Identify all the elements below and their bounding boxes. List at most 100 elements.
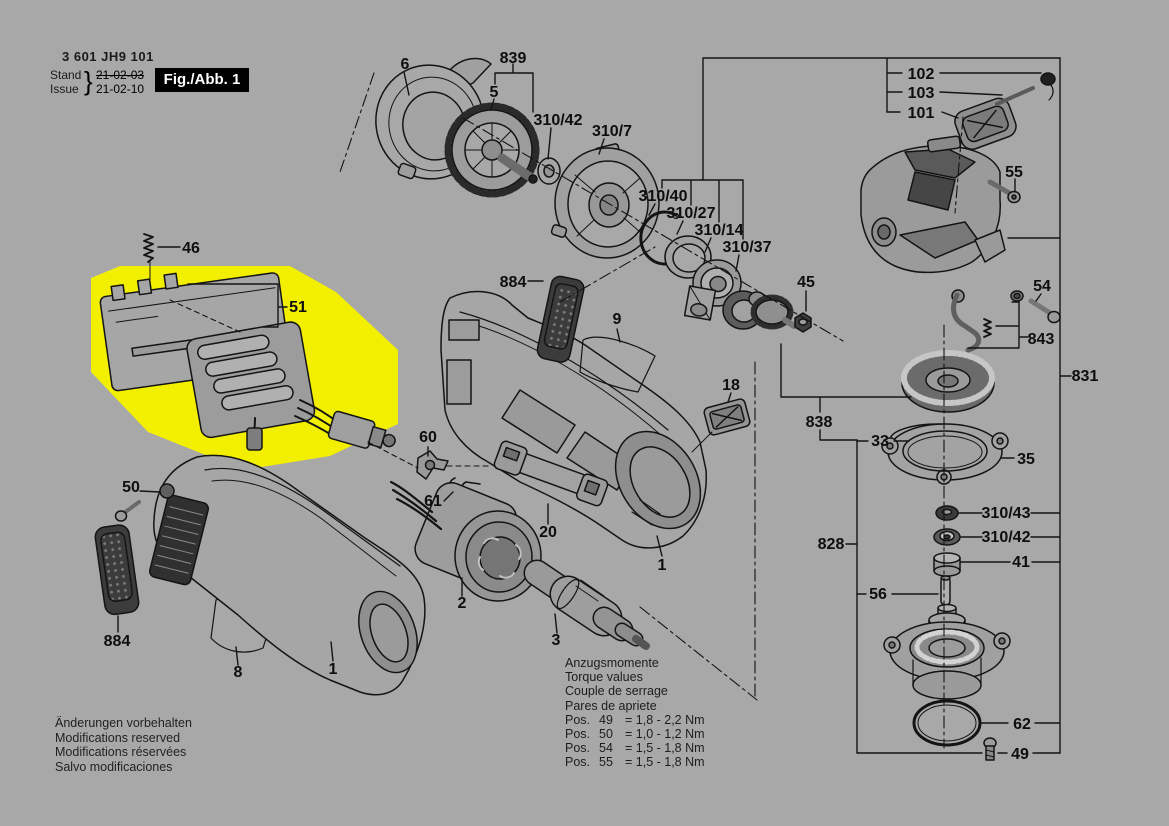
torque-row: Pos.55= 1,5 - 1,8 Nm xyxy=(565,755,705,769)
bearing-flange-drawing xyxy=(883,603,1011,700)
callout-51: 51 xyxy=(289,299,307,316)
torque-row: Pos. 54 = 1,5 - 1,8 Nm xyxy=(565,741,705,755)
part-46-drawing xyxy=(143,233,154,281)
part-number: 3 601 JH9 101 xyxy=(62,49,154,64)
note-line: Modifications réservées xyxy=(55,745,187,759)
part-2-drawing xyxy=(389,480,542,602)
callout-45: 45 xyxy=(797,274,815,291)
gear-head-housing-drawing xyxy=(860,135,1006,274)
stand-date: 21-02-03 xyxy=(96,68,145,82)
callout-41: 41 xyxy=(1012,554,1030,571)
motor-housing-frame-drawing xyxy=(440,290,708,549)
callout-56: 56 xyxy=(869,586,887,603)
figure-label-box: Fig./Abb. 1 xyxy=(155,68,249,92)
callout-5: 5 xyxy=(490,84,499,101)
callout-103: 103 xyxy=(908,85,935,102)
pos-label: Pos. xyxy=(565,712,591,727)
axis-lines xyxy=(339,72,964,749)
callout-55: 55 xyxy=(1005,164,1023,181)
callout-101: 101 xyxy=(908,105,935,122)
callout-labels: 6 839 5 310/42 310/7 102 103 101 55 310/… xyxy=(104,50,1099,763)
callout-310-14: 310/14 xyxy=(695,222,744,239)
part-5-drawing xyxy=(444,102,540,198)
spacer-plate-drawing xyxy=(683,285,717,321)
part-56-drawing xyxy=(940,575,951,606)
part-18-drawing xyxy=(691,398,751,453)
part-3-drawing xyxy=(523,559,650,650)
callout-49: 49 xyxy=(1011,746,1029,763)
note-line: Änderungen vorbehalten xyxy=(55,716,192,730)
stand-label: Stand xyxy=(50,68,82,82)
brace-glyph: } xyxy=(84,66,93,96)
note-line: Modifications reserved xyxy=(55,730,181,745)
part-35-drawing xyxy=(881,423,1009,485)
pos-value: = 1,0 - 1,2 Nm xyxy=(625,727,705,742)
pos-number: 55 xyxy=(599,755,613,770)
part-41-drawing xyxy=(933,552,961,577)
part-62-drawing xyxy=(912,699,982,747)
part-843-drawing xyxy=(951,289,1024,353)
callout-50: 50 xyxy=(122,479,140,496)
torque-heading: Couple de serrage xyxy=(565,684,668,699)
callout-310-37: 310/37 xyxy=(723,239,772,256)
callout-3: 3 xyxy=(552,632,561,649)
torque-heading: Anzugsmomente xyxy=(565,656,659,670)
torque-heading: Pares de apriete xyxy=(565,698,657,713)
part-9-sticker-outline xyxy=(579,336,656,393)
callout-310-43: 310/43 xyxy=(982,505,1031,522)
callout-838: 838 xyxy=(806,414,833,431)
callout-20: 20 xyxy=(539,524,557,541)
callout-310-7: 310/7 xyxy=(592,123,632,140)
revision-dates: 21-02-03 21-02-10 xyxy=(96,68,144,96)
callout-35: 35 xyxy=(1017,451,1035,468)
callout-843: 843 xyxy=(1028,331,1055,348)
part-20-drawing xyxy=(493,440,609,507)
part-101-drawing xyxy=(954,97,1017,151)
torque-row: Pos. 49 = 1,8 - 2,2 Nm xyxy=(565,713,705,727)
callout-839: 839 xyxy=(500,50,527,67)
pos-value: = 1,8 - 2,2 Nm xyxy=(625,712,705,727)
crown-gear-drawing xyxy=(901,350,995,413)
part-49-drawing xyxy=(983,737,997,761)
callout-310-42-top: 310/42 xyxy=(534,112,583,129)
part-102-drawing xyxy=(1040,72,1056,101)
stand-issue-labels: Stand Issue xyxy=(50,68,86,96)
part-60-drawing xyxy=(416,450,449,480)
leader-lines xyxy=(117,57,1072,754)
pos-number: 50 xyxy=(599,727,613,742)
callout-102: 102 xyxy=(908,66,935,83)
issue-date: 21-02-10 xyxy=(96,82,145,96)
callout-9: 9 xyxy=(613,311,622,328)
callout-8: 8 xyxy=(234,664,243,681)
part-45-drawing xyxy=(794,312,812,333)
pos-number: 54 xyxy=(599,741,613,756)
part-50-drawing xyxy=(114,500,141,522)
part-310-42-right-drawing xyxy=(933,528,961,546)
part-884-top-drawing xyxy=(536,275,585,363)
pos-number: 49 xyxy=(599,712,613,727)
pos-label: Pos. xyxy=(565,755,591,770)
callout-831: 831 xyxy=(1072,368,1099,385)
part-310-43-drawing xyxy=(935,505,959,521)
part-55-drawing xyxy=(987,179,1021,204)
callout-61: 61 xyxy=(424,493,442,510)
callout-18: 18 xyxy=(722,377,740,394)
callout-1-center: 1 xyxy=(658,557,667,574)
pos-label: Pos. xyxy=(565,727,591,742)
part-310-42-top-drawing xyxy=(537,157,561,185)
part-103-drawing xyxy=(995,86,1035,106)
callout-310-27: 310/27 xyxy=(667,205,716,222)
dashed-leaders xyxy=(169,299,493,469)
callout-33: 33 xyxy=(871,433,889,450)
note-line: Salvo modificaciones xyxy=(55,759,173,774)
modifications-note: Änderungen vorbehalten Modifications res… xyxy=(55,716,192,774)
callout-2: 2 xyxy=(458,595,467,612)
callout-310-40: 310/40 xyxy=(639,188,688,205)
pos-label: Pos. xyxy=(565,741,591,756)
issue-label: Issue xyxy=(50,82,79,96)
callout-6: 6 xyxy=(401,56,410,73)
pos-value: = 1,5 - 1,8 Nm xyxy=(625,741,705,756)
callout-46: 46 xyxy=(182,240,200,257)
